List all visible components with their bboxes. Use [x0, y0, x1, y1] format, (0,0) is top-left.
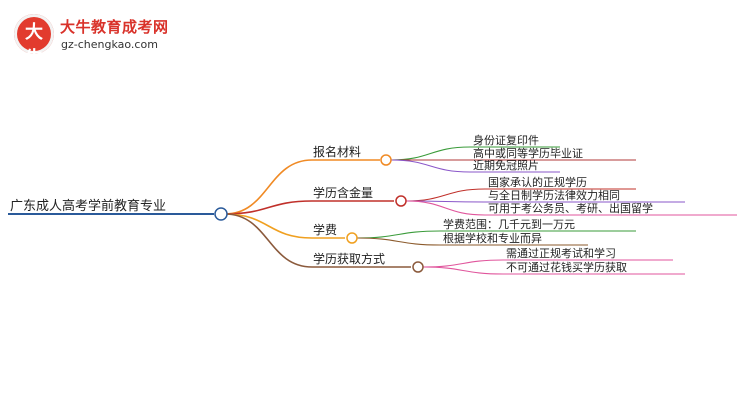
child-node-label[interactable]: 身份证复印件 [473, 133, 539, 147]
child-node-label[interactable]: 高中或同等学历毕业证 [473, 146, 583, 160]
site-logo[interactable]: 大牛 大牛教育成考网 gz-chengkao.com [14, 14, 214, 69]
child-node-label[interactable]: 根据学校和专业而异 [443, 231, 542, 245]
branch-node-label[interactable]: 学历获取方式 [313, 251, 385, 266]
child-node-label[interactable]: 国家承认的正规学历 [488, 175, 587, 189]
child-connector [405, 200, 486, 216]
child-node-label[interactable]: 近期免冠照片 [473, 158, 539, 172]
logo-mark-text: 大牛 [25, 22, 43, 69]
branch-collapse-toggle[interactable] [412, 261, 424, 273]
root-branch-connector [224, 213, 313, 268]
branch-node-label[interactable]: 学历含金量 [313, 185, 373, 200]
root-node-label[interactable]: 广东成人高考学前教育专业 [10, 198, 166, 214]
child-connector [422, 266, 504, 275]
child-node-label[interactable]: 可用于考公务员、考研、出国留学 [488, 201, 653, 215]
root-collapse-toggle[interactable] [214, 207, 228, 221]
child-connector [390, 159, 471, 173]
branch-collapse-toggle[interactable] [346, 232, 358, 244]
branch-collapse-toggle[interactable] [395, 195, 407, 207]
root-branch-connector [224, 213, 313, 239]
child-node-label[interactable]: 需通过正规考试和学习 [506, 246, 616, 260]
logo-mark-icon: 大牛 [14, 14, 54, 69]
root-branch-connector [224, 159, 313, 215]
branch-collapse-toggle[interactable] [380, 154, 392, 166]
logo-url[interactable]: gz-chengkao.com [61, 38, 158, 51]
child-connector [405, 188, 486, 202]
branch-node-label[interactable]: 报名材料 [313, 144, 361, 159]
child-connector [422, 259, 504, 268]
child-connector [390, 146, 471, 161]
branch-node-label[interactable]: 学费 [313, 222, 337, 237]
child-node-label[interactable]: 学费范围：几千元到一万元 [443, 217, 575, 231]
child-connector [356, 237, 441, 246]
logo-title: 大牛教育成考网 [60, 18, 169, 36]
root-branch-connector [224, 200, 313, 215]
child-node-label[interactable]: 不可通过花钱买学历获取 [506, 260, 627, 274]
child-connector [356, 230, 441, 239]
child-node-label[interactable]: 与全日制学历法律效力相同 [488, 188, 620, 202]
